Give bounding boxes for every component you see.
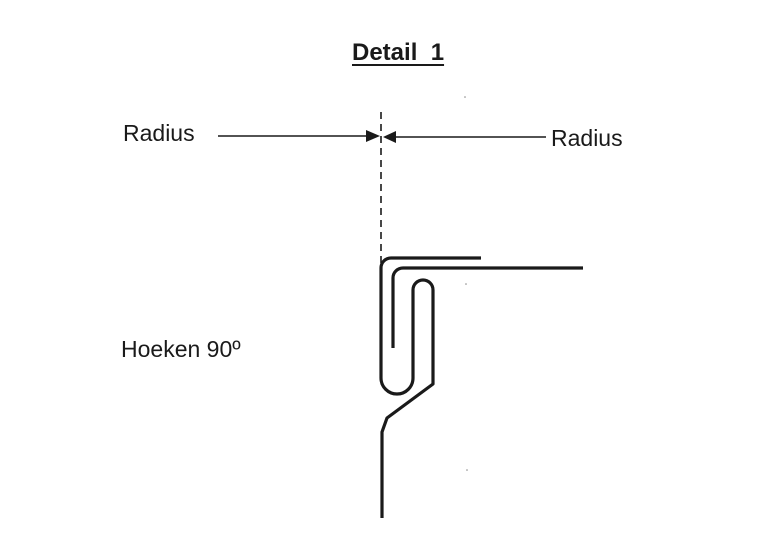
arrowhead-right-icon xyxy=(366,130,380,142)
diagram-title: Detail 1 xyxy=(352,39,445,66)
scan-speck xyxy=(464,96,466,98)
angle-label: Hoeken 90º xyxy=(121,336,241,362)
scan-speck xyxy=(465,283,467,285)
outer-sheet-profile xyxy=(379,256,481,518)
radius-label-left: Radius xyxy=(123,120,195,146)
arrowhead-left-icon xyxy=(383,131,396,143)
inner-sheet-profile xyxy=(391,266,583,348)
scan-speck xyxy=(466,469,468,471)
radius-label-right: Radius xyxy=(551,125,623,151)
